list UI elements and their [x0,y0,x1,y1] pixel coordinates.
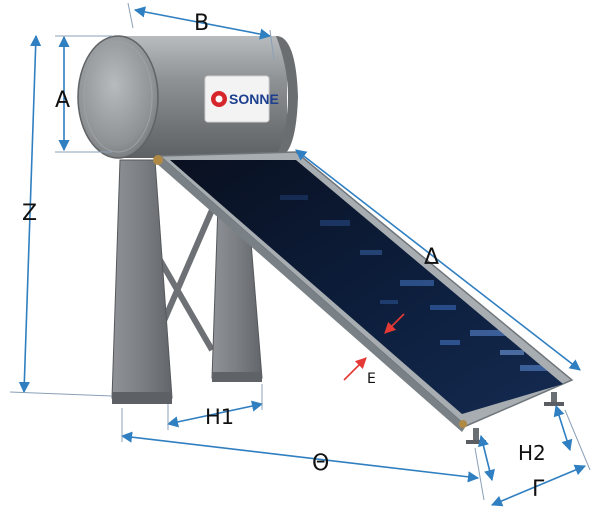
dimension-z-line [18,34,42,394]
panel-fitting [153,155,163,165]
label-delta: Δ [424,245,439,270]
label-gamma: Γ [532,477,545,502]
dimension-e-arrows [343,313,405,381]
label-e: E [367,371,376,387]
label-h1: H1 [205,405,234,429]
dimension-theta-line [120,431,480,483]
label-theta: Θ [312,451,329,476]
label-h2: H2 [518,441,546,465]
label-z: Z [22,201,37,226]
brand-plate: SONNE [204,75,279,123]
stand-foot-rear [212,372,262,382]
dimension-delta-line [295,149,581,371]
dimension-gamma-line [490,464,587,507]
storage-tank [77,35,298,159]
dimension-b-line [133,6,272,40]
label-b: B [194,11,209,36]
panel-fitting [459,420,467,428]
brand-name: SONNE [229,91,279,107]
dimension-lines [9,2,591,507]
dimension-h1-line [166,400,264,428]
tank-end-cap [77,35,159,159]
dimension-h2-line [553,404,573,452]
dimension-h2-line [478,434,495,482]
stand-foot-front [112,392,172,404]
stand-brace [157,208,215,352]
stand-leg-front [111,159,173,399]
label-a: A [55,88,70,113]
